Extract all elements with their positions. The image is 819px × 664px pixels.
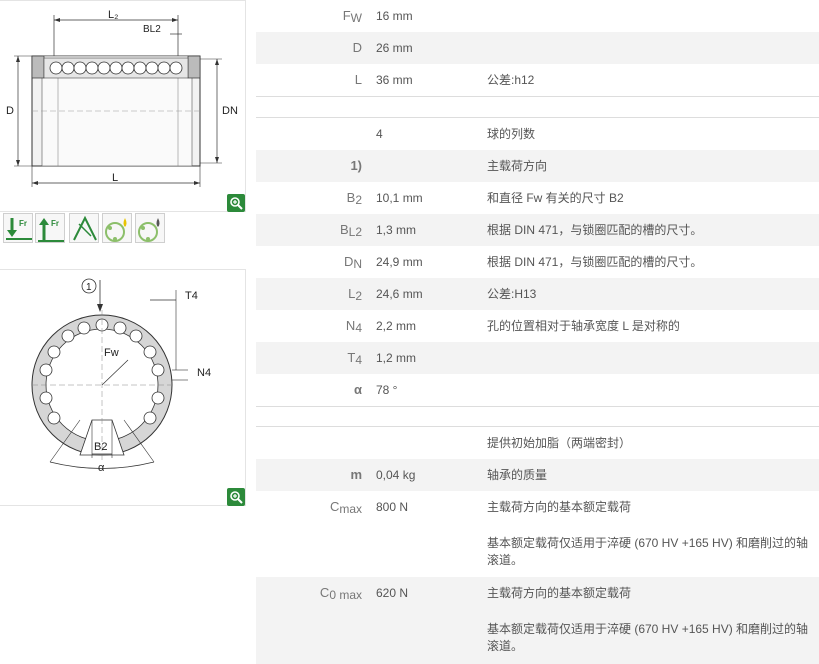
dim-d-label: D [6,105,14,117]
param-value: 800 N [376,500,409,514]
param-label: DN [343,254,362,271]
additional-dimensions-table: 4 球的列数 1) 主载荷方向 B2 10,1 mm 和直径 Fw 有关的尺寸 … [256,117,819,407]
param-value: 0,04 kg [376,468,416,482]
magnifier-icon [230,491,243,504]
param-description: 提供初始加脂（两端密封） [487,436,632,450]
table-row: N4 2,2 mm 孔的位置相对于轴承宽度 L 是对称的 [256,310,819,342]
table-row: α 78 ° [256,374,819,406]
param-value: 24,6 mm [376,287,423,301]
param-value [369,427,481,459]
param-label [256,427,369,459]
main-dimensions-table: FW 16 mm D 26 mm L 36 mm 公差:h12 [256,0,819,97]
param-value: 16 mm [376,9,413,23]
lubrication-oil-icon [102,213,132,243]
param-value: 36 mm [376,73,413,87]
zoom-drawing-2-button[interactable] [227,488,245,506]
table-row: T4 1,2 mm [256,342,819,374]
longitudinal-section-drawing: L₂ BL2 [6,9,238,187]
param-description [481,342,819,374]
dim-l-label: L [112,172,118,184]
param-description: 球的列数 [487,127,536,141]
table-row: L2 24,6 mm 公差:H13 [256,278,819,310]
dim-bl2-label: BL2 [143,24,161,35]
param-description: 和直径 Fw 有关的尺寸 B2 [487,191,624,205]
param-label: FW [342,8,362,25]
param-label: B2 [346,190,362,207]
param-label: α [354,382,362,397]
drawings-column: L₂ BL2 [0,0,246,664]
param-label [256,118,369,150]
param-description: 根据 DIN 471，与锁圈匹配的槽的尺寸。 [487,255,703,269]
dim-fw-label: Fw [104,347,119,359]
table-row: D 26 mm [256,32,819,64]
load-ratings-table: 提供初始加脂（两端密封） m 0,04 kg 轴承的质量 Cmax 800 N … [256,426,819,664]
dim-t4-label: T4 [185,290,198,302]
param-description: 公差:H13 [487,287,537,301]
bearing-symbols-row: Fr Fr [0,213,246,245]
table-row: FW 16 mm [256,0,819,32]
cross-section-drawing: 1 T4 Fw [31,278,211,474]
table-row: Cmax 800 N 主载荷方向的基本额定载荷 基本额定载荷仅适用于淬硬 (67… [256,491,819,577]
param-description [481,374,819,406]
param-description: 主载荷方向的基本额定载荷 基本额定载荷仅适用于淬硬 (670 HV +165 H… [487,586,809,653]
symbol-2-text: Fr [51,219,59,228]
table-row: BL2 1,3 mm 根据 DIN 471，与锁圈匹配的槽的尺寸。 [256,214,819,246]
param-label: N4 [345,318,362,335]
dim-alpha-label: α [98,462,105,474]
dim-n4-label: N4 [197,367,211,379]
param-description [481,32,819,64]
param-value: 1,3 mm [376,223,417,237]
param-value: 4 [376,127,383,141]
param-label: T4 [347,350,362,367]
param-label: m [350,467,362,482]
table-row: B2 10,1 mm 和直径 Fw 有关的尺寸 B2 [256,182,819,214]
seal-grease-icon [135,213,165,243]
dim-l2-label: L₂ [108,9,118,21]
param-value [369,150,481,182]
param-description: 根据 DIN 471，与锁圈匹配的槽的尺寸。 [487,223,703,237]
table-row: C0 max 620 N 主载荷方向的基本额定载荷 基本额定载荷仅适用于淬硬 (… [256,577,819,664]
table-row: 1) 主载荷方向 [256,150,819,182]
radial-load-up-icon: Fr [35,213,65,243]
param-value: 24,9 mm [376,255,423,269]
param-value: 78 ° [376,383,398,397]
callout-1-label: 1 [86,282,92,293]
param-description: 主载荷方向 [487,159,548,173]
magnifier-icon [230,197,243,210]
dim-b2-label: B2 [94,441,107,453]
table-row: 4 球的列数 [256,118,819,150]
table-row: L 36 mm 公差:h12 [256,64,819,96]
param-label: L2 [348,286,362,303]
param-label: C0 max [319,585,362,602]
radial-load-down-icon: Fr [3,213,33,243]
table-row: DN 24,9 mm 根据 DIN 471，与锁圈匹配的槽的尺寸。 [256,246,819,278]
zoom-drawing-1-button[interactable] [227,194,245,212]
dim-dn-label: DN [222,105,238,117]
cross-section-drawing-panel: 1 T4 Fw [0,269,246,506]
param-description [481,0,819,32]
param-label: D [352,40,362,55]
param-value: 2,2 mm [376,319,417,333]
angular-misalignment-icon [69,213,99,243]
symbol-1-text: Fr [19,219,27,228]
param-description: 主载荷方向的基本额定载荷 基本额定载荷仅适用于淬硬 (670 HV +165 H… [487,500,809,567]
param-value: 10,1 mm [376,191,423,205]
param-description: 轴承的质量 [487,468,548,482]
param-label: 1) [350,158,362,173]
param-value: 26 mm [376,41,413,55]
table-row: 提供初始加脂（两端密封） [256,427,819,459]
param-value: 620 N [376,586,409,600]
table-row: m 0,04 kg 轴承的质量 [256,459,819,491]
param-value: 1,2 mm [376,351,417,365]
section-drawing-panel: L₂ BL2 [0,0,246,212]
param-description: 公差:h12 [487,73,535,87]
param-label: L [354,72,362,87]
param-label: BL2 [339,222,362,239]
param-label: Cmax [329,499,362,516]
param-description: 孔的位置相对于轴承宽度 L 是对称的 [487,319,680,333]
